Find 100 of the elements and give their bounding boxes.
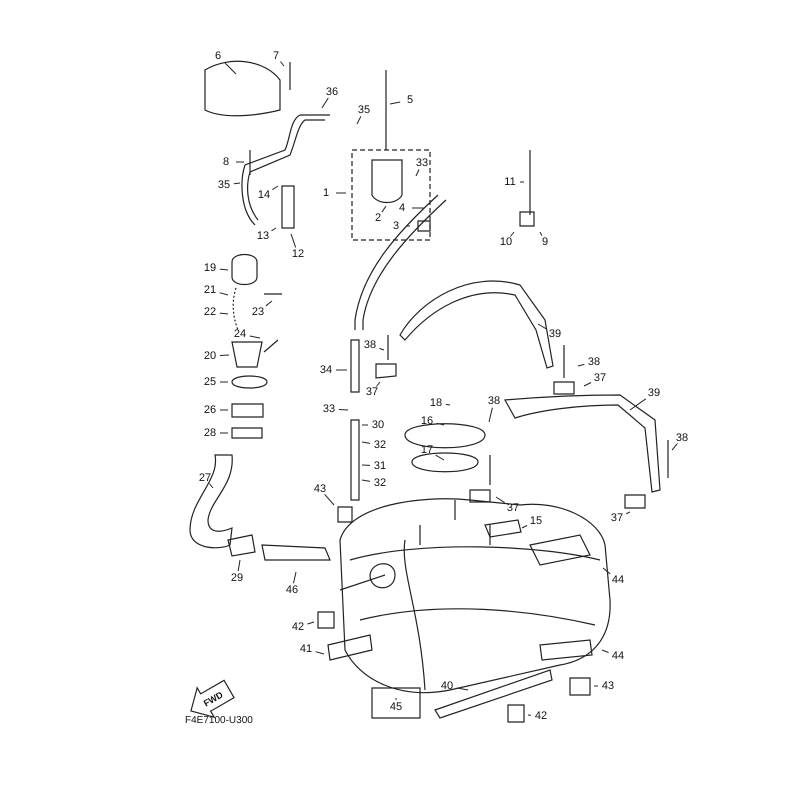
- callout-number: 22: [200, 305, 220, 320]
- leader-line: [378, 348, 384, 350]
- callout-number: 37: [590, 371, 610, 386]
- callout-number: 38: [584, 355, 604, 370]
- callout-number: 42: [531, 709, 551, 724]
- leader-line: [445, 404, 450, 406]
- leader-line: [219, 268, 228, 270]
- callout-number: 4: [392, 201, 412, 216]
- callout-number: 42: [288, 620, 308, 635]
- callout-number: 46: [282, 583, 302, 598]
- leader-line: [362, 480, 371, 482]
- leader-line: [578, 364, 585, 366]
- leader-line: [390, 102, 401, 104]
- callout-number: 23: [248, 305, 268, 320]
- callout-number: 38: [484, 394, 504, 409]
- callout-number: 33: [412, 156, 432, 171]
- callout-number: 9: [535, 235, 555, 250]
- leader-line: [324, 494, 334, 506]
- callout-number: 6: [208, 49, 228, 64]
- leader-line: [322, 97, 329, 108]
- leader-line: [315, 651, 324, 654]
- callout-number: 17: [417, 443, 437, 458]
- leader-line: [528, 714, 532, 716]
- leader-line: [538, 324, 547, 330]
- callout-number: 5: [400, 93, 420, 108]
- callout-number: 20: [200, 349, 220, 364]
- callout-number: 24: [230, 327, 250, 342]
- leader-line: [540, 232, 542, 236]
- leader-line: [336, 192, 346, 194]
- callout-number: 16: [417, 414, 437, 429]
- callout-number: 32: [370, 476, 390, 491]
- leader-line: [208, 483, 214, 488]
- callout-number: 38: [672, 431, 692, 446]
- callout-number: 39: [644, 386, 664, 401]
- leader-line: [362, 424, 368, 426]
- leader-line: [219, 312, 228, 314]
- callout-number: 29: [227, 571, 247, 586]
- leader-line: [293, 572, 296, 584]
- leader-line: [672, 442, 678, 450]
- leader-line: [435, 454, 444, 460]
- callout-number: 44: [608, 649, 628, 664]
- callout-number: 2: [368, 211, 388, 226]
- callout-number: 33: [319, 402, 339, 417]
- callout-number: 38: [360, 338, 380, 353]
- leader-line: [436, 422, 444, 426]
- callout-number: 21: [200, 283, 220, 298]
- callout-number: 15: [526, 514, 546, 529]
- leader-line: [602, 650, 610, 653]
- callout-number: 11: [500, 175, 520, 190]
- callout-number: 35: [214, 178, 234, 193]
- leader-line: [249, 336, 260, 338]
- callout-number: 25: [200, 375, 220, 390]
- leader-line: [626, 512, 630, 514]
- callout-number: 3: [386, 219, 406, 234]
- callout-number: 37: [503, 501, 523, 516]
- leader-line: [362, 464, 370, 466]
- callout-number: 10: [496, 235, 516, 250]
- callout-number: 18: [426, 396, 446, 411]
- leader-line: [456, 687, 468, 690]
- leader-line: [307, 622, 314, 624]
- callout-number: 19: [200, 261, 220, 276]
- leader-line: [522, 525, 528, 528]
- leader-line: [220, 354, 230, 356]
- leader-line: [376, 382, 380, 387]
- leader-line: [416, 168, 420, 176]
- callout-number: 34: [316, 363, 336, 378]
- callout-number: 28: [200, 426, 220, 441]
- callout-number: 13: [253, 229, 273, 244]
- callout-number: 43: [598, 679, 618, 694]
- callout-number: 45: [386, 700, 406, 715]
- leader-line: [602, 568, 611, 574]
- leader-line: [510, 232, 514, 237]
- leader-line: [362, 442, 371, 444]
- callout-number: 8: [216, 155, 236, 170]
- leader-line: [238, 560, 240, 572]
- callout-number: 37: [607, 511, 627, 526]
- callout-number: 12: [288, 247, 308, 262]
- part-code: F4E7100-U300: [185, 715, 253, 726]
- leader-line: [265, 300, 272, 306]
- leader-line: [381, 206, 386, 213]
- callout-number: 14: [254, 188, 274, 203]
- leader-line: [630, 398, 646, 410]
- leader-line: [584, 382, 592, 386]
- callout-number: 44: [608, 573, 628, 588]
- leader-line: [338, 409, 348, 410]
- callout-number: 39: [545, 327, 565, 342]
- callout-number: 31: [370, 459, 390, 474]
- callout-number: 32: [370, 438, 390, 453]
- leader-line: [220, 432, 228, 434]
- leader-line: [233, 182, 240, 184]
- leader-line: [356, 116, 362, 124]
- callout-number: 26: [200, 403, 220, 418]
- callout-number: 7: [266, 49, 286, 64]
- leader-line: [271, 228, 276, 232]
- callout-number: 1: [316, 186, 336, 201]
- callout-number: 35: [354, 103, 374, 118]
- leader-line: [496, 496, 506, 504]
- leader-line: [488, 407, 493, 422]
- callout-number: 27: [195, 471, 215, 486]
- direction-label: FWD: [202, 690, 225, 708]
